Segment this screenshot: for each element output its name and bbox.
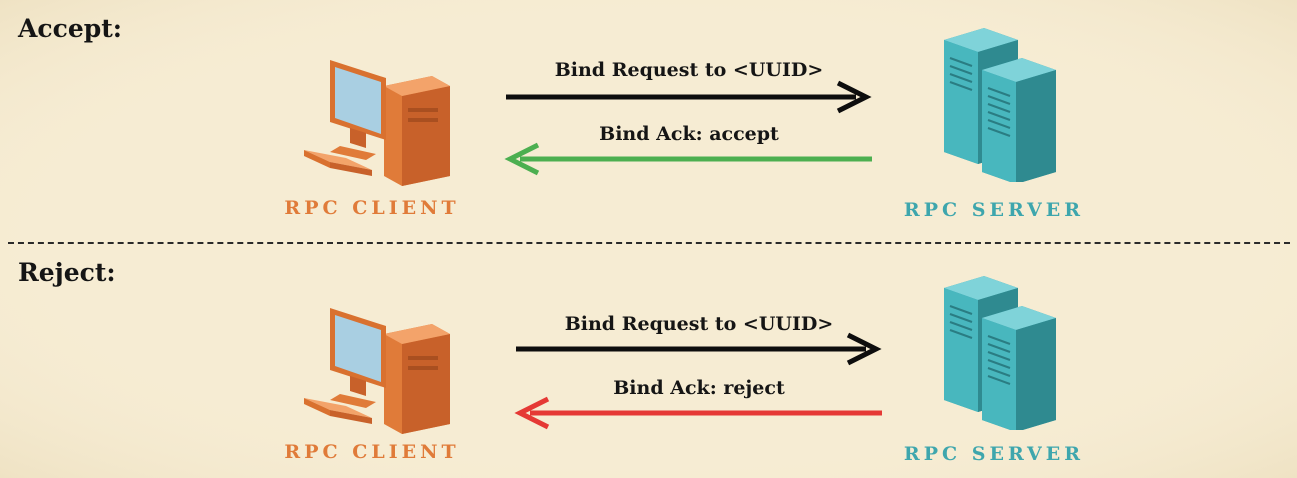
accept-server-label: RPC SERVER <box>903 199 1085 221</box>
desktop-computer-icon <box>304 308 450 434</box>
server-rack-icon <box>944 276 1056 430</box>
accept-client-label: RPC CLIENT <box>284 197 460 219</box>
reject-request-label: Bind Request to <UUID> <box>564 313 834 335</box>
reject-client-label: RPC CLIENT <box>284 441 460 463</box>
reject-section-title: Reject: <box>18 258 116 287</box>
accept-request-arrow <box>506 80 872 114</box>
reject-server-label: RPC SERVER <box>903 443 1085 465</box>
server-rack-icon <box>944 28 1056 182</box>
desktop-computer-icon <box>304 60 450 186</box>
reject-response-arrow <box>514 396 882 430</box>
accept-request-label: Bind Request to <UUID> <box>554 59 824 81</box>
section-divider <box>8 242 1290 244</box>
accept-response-label: Bind Ack: accept <box>599 123 779 145</box>
reject-response-label: Bind Ack: reject <box>613 377 785 399</box>
accept-section-title: Accept: <box>18 14 123 43</box>
reject-request-arrow <box>516 332 882 366</box>
accept-response-arrow <box>504 142 872 176</box>
